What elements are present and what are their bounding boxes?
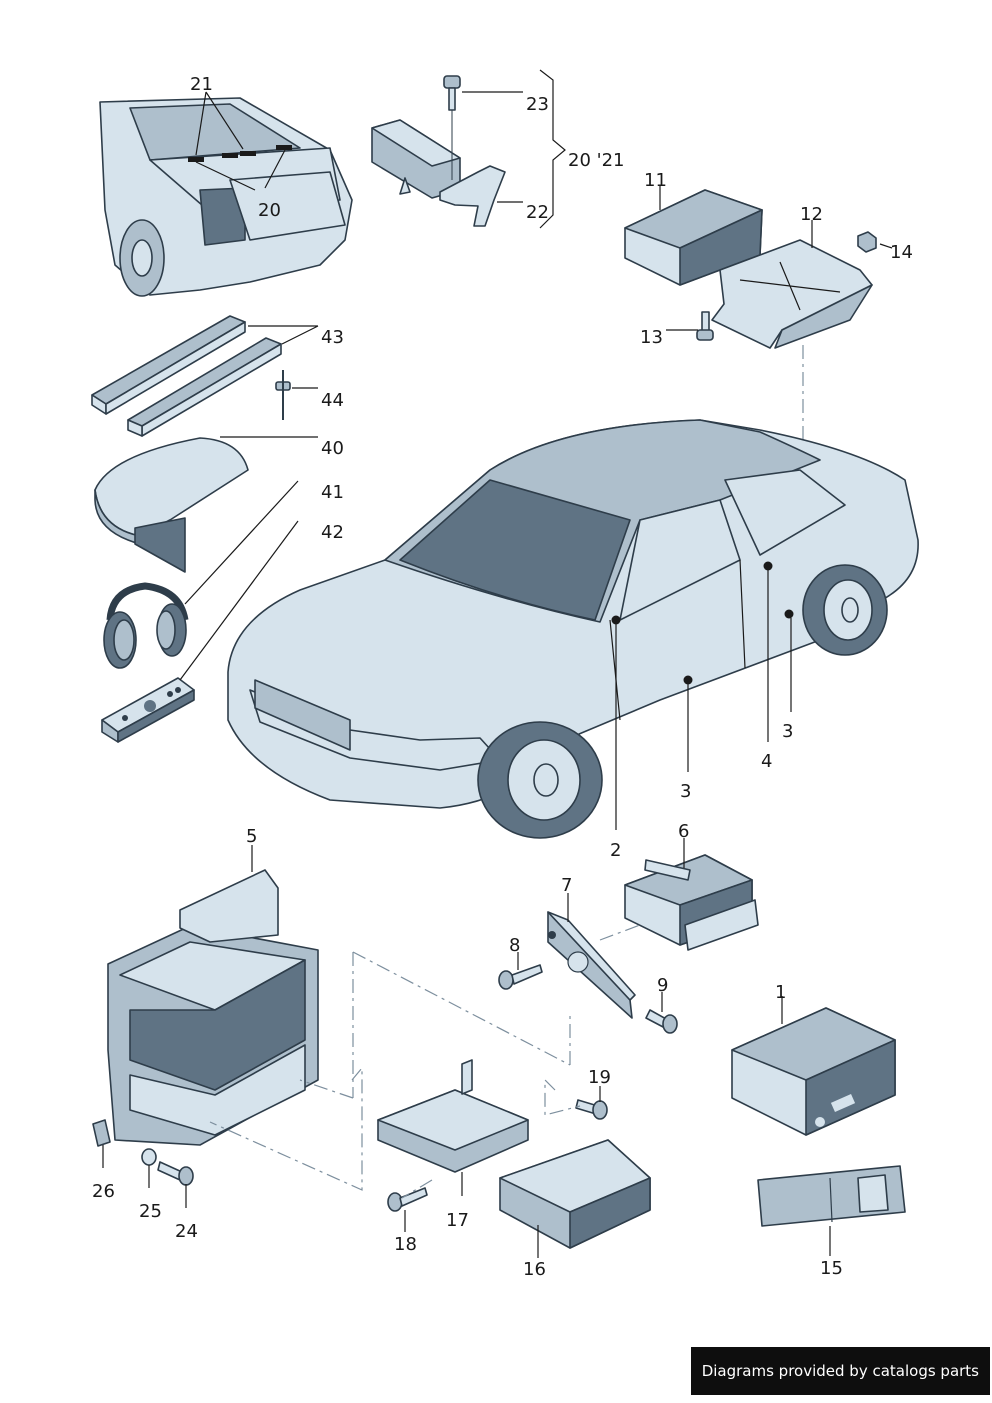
callout-24: 24 xyxy=(175,1221,198,1242)
callout-20-21: 20 '21 xyxy=(568,150,624,171)
remote-control xyxy=(101,677,195,743)
rivet xyxy=(275,370,291,420)
antenna-amplifier xyxy=(371,119,461,199)
hex-nut xyxy=(857,231,877,253)
bracket-plate xyxy=(547,911,636,1019)
callout-23: 23 xyxy=(526,94,549,115)
armrest xyxy=(94,437,249,573)
carrier-tray xyxy=(377,1059,529,1173)
washer xyxy=(141,1148,157,1166)
screw xyxy=(443,75,461,180)
callout-44: 44 xyxy=(321,390,344,411)
callout-3a: 3 xyxy=(782,721,793,742)
module-bracket xyxy=(711,239,873,349)
callout-18: 18 xyxy=(394,1234,417,1255)
sedan-illustration xyxy=(227,419,919,839)
clip xyxy=(92,1119,111,1147)
callout-11: 11 xyxy=(644,170,667,191)
screw xyxy=(645,1009,678,1034)
car-radio xyxy=(731,1007,896,1136)
callout-42: 42 xyxy=(321,522,344,543)
rear-car-illustration xyxy=(99,97,353,297)
control-module xyxy=(624,189,763,286)
radio-faceplate xyxy=(757,1165,906,1227)
callout-25: 25 xyxy=(139,1201,162,1222)
callout-5: 5 xyxy=(246,826,257,847)
radio-mounting-frame xyxy=(107,869,319,1146)
callout-22: 22 xyxy=(526,202,549,223)
mounting-bracket xyxy=(439,165,506,227)
callout-8: 8 xyxy=(509,935,520,956)
callout-9: 9 xyxy=(657,975,668,996)
callout-6: 6 xyxy=(678,821,689,842)
cd-changer-unit xyxy=(624,854,759,951)
callout-20: 20 xyxy=(258,200,281,221)
navigation-unit xyxy=(499,1139,651,1249)
callout-16: 16 xyxy=(523,1259,546,1280)
callout-15: 15 xyxy=(820,1258,843,1279)
callout-43: 43 xyxy=(321,327,344,348)
callout-7: 7 xyxy=(561,875,572,896)
callout-1: 1 xyxy=(775,982,786,1003)
credit-banner: Diagrams provided by catalogs parts xyxy=(690,1347,990,1395)
callout-13: 13 xyxy=(640,327,663,348)
callout-2: 2 xyxy=(610,840,621,861)
headphones xyxy=(103,582,189,669)
callout-21: 21 xyxy=(190,74,213,95)
callout-4: 4 xyxy=(761,751,772,772)
bolt xyxy=(696,311,714,341)
callout-3b: 3 xyxy=(680,781,691,802)
screw xyxy=(387,1187,428,1212)
callout-19: 19 xyxy=(588,1067,611,1088)
callout-17: 17 xyxy=(446,1210,469,1231)
callout-12: 12 xyxy=(800,204,823,225)
screw xyxy=(575,1099,608,1120)
screw xyxy=(498,964,543,990)
screw xyxy=(157,1161,194,1186)
trim-strips xyxy=(91,315,282,437)
callout-40: 40 xyxy=(321,438,344,459)
callout-26: 26 xyxy=(92,1181,115,1202)
callout-14: 14 xyxy=(890,242,913,263)
callout-41: 41 xyxy=(321,482,344,503)
